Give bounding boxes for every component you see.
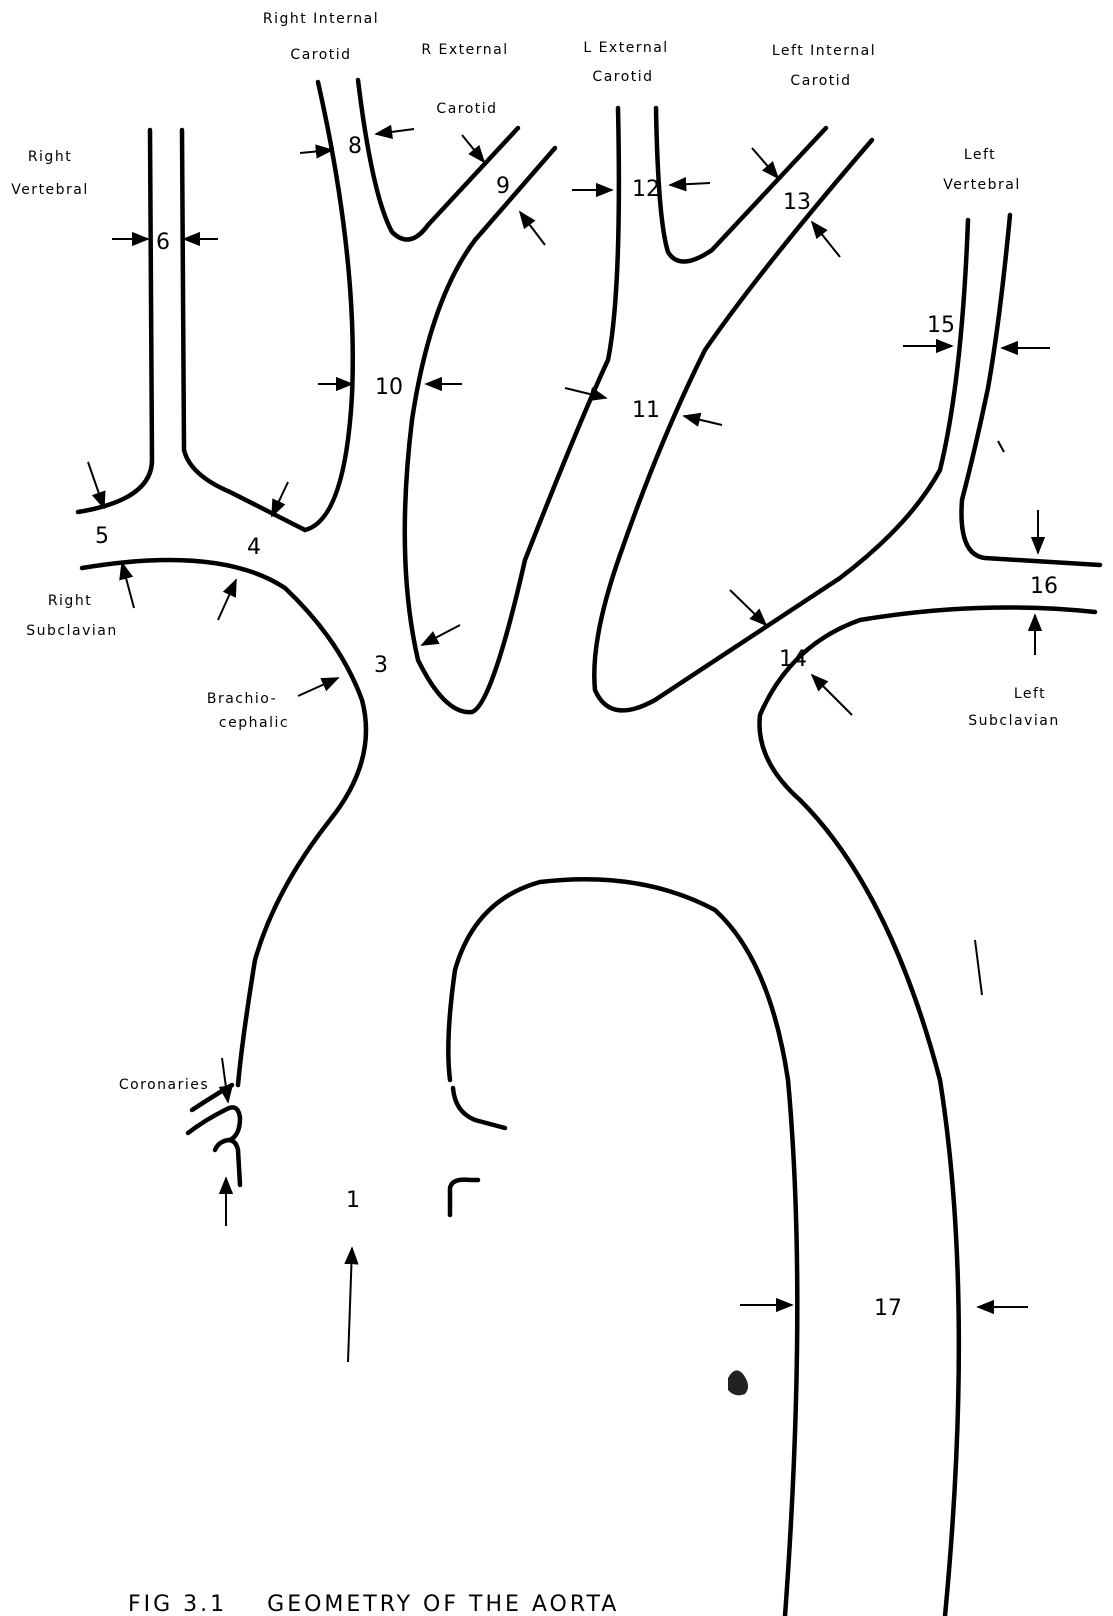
arrow-8-right [376, 129, 414, 134]
segment-10: 10 [375, 375, 403, 400]
arrow-14-upper [730, 590, 766, 625]
label-left-internal-carotid-line1: Left Internal [772, 43, 876, 59]
arrow-13-upper [752, 148, 778, 178]
segment-8: 8 [348, 134, 362, 159]
label-right-subclavian-line1: Right [48, 593, 92, 609]
label-l-external-carotid-line1: L External [583, 40, 668, 56]
arrow-3-arrow [422, 625, 460, 645]
right-common-carotid-outer-wall [305, 82, 353, 530]
aortic-root-left-stub [215, 1140, 240, 1185]
label-brachiocephalic-line2: cephalic [219, 715, 289, 731]
arrow-flow-inlet [348, 1248, 352, 1362]
arrow-brachiocephalic [298, 678, 338, 696]
arrow-8-left [300, 150, 332, 153]
left-vertebral-right-wall [961, 215, 1100, 565]
right-vertebral-left-wall [78, 130, 152, 512]
stray-mark [975, 940, 982, 995]
aortic-root-right-hook [450, 1180, 478, 1215]
label-right-vertebral-line1: Right [28, 149, 72, 165]
label-brachiocephalic-line1: Brachio- [207, 691, 277, 707]
arrow-9-upper [462, 135, 484, 162]
vessel-walls [78, 80, 1100, 1616]
segment-17: 17 [874, 1296, 902, 1321]
segment-13: 13 [783, 190, 811, 215]
label-left-vertebral-line1: Left [964, 147, 996, 163]
segment-12: 12 [632, 177, 660, 202]
arrow-12-right [670, 183, 710, 185]
figure-caption: FIG 3.1 GEOMETRY OF THE AORTA [128, 1592, 619, 1616]
ink-blot [728, 1370, 748, 1395]
segment-5: 5 [95, 524, 109, 549]
arrow-5-lower [122, 563, 134, 608]
aortic-arch-inner-wall [448, 879, 797, 1616]
label-right-internal-carotid-line2: Carotid [290, 47, 351, 63]
segment-15: 15 [927, 313, 955, 338]
label-left-vertebral-line2: Vertebral [943, 177, 1021, 193]
arrow-14-lower [812, 675, 852, 715]
arrow-4-upper [272, 482, 288, 516]
arrow-9-lower [520, 212, 545, 245]
descending-aorta-outer-wall [760, 608, 1096, 1616]
arrow-11-right [684, 416, 722, 425]
coronary-squiggle-lower [188, 1107, 240, 1140]
label-left-subclavian-line2: Subclavian [968, 713, 1059, 729]
segment-6: 6 [156, 230, 170, 255]
label-left-internal-carotid-line2: Carotid [790, 73, 851, 89]
brachiocephalic-inner-wall [405, 108, 619, 712]
segment-3: 3 [374, 653, 388, 678]
segment-1: 1 [346, 1188, 360, 1213]
segment-9: 9 [496, 174, 510, 199]
segment-11: 11 [632, 398, 660, 423]
segment-16: 16 [1030, 574, 1058, 599]
right-vertebral-right-wall [182, 130, 305, 530]
label-left-subclavian-line1: Left [1014, 686, 1046, 702]
measurement-arrows [88, 129, 1050, 1362]
arrow-4-lower [218, 580, 236, 620]
label-coronaries: Coronaries [119, 1077, 209, 1093]
arrow-coronaries-upper [222, 1058, 228, 1102]
scan-artifacts [728, 441, 1004, 1395]
segment-14: 14 [779, 647, 807, 672]
arrow-5-upper [88, 462, 104, 508]
label-right-subclavian-line2: Subclavian [26, 623, 117, 639]
stray-tick [998, 441, 1004, 452]
ascending-aorta-outer-wall [82, 560, 366, 1085]
label-r-external-carotid-line1: R External [421, 42, 508, 58]
label-right-internal-carotid-line1: Right Internal [263, 11, 379, 27]
arrow-13-lower [812, 222, 840, 257]
label-l-external-carotid-line2: Carotid [592, 69, 653, 85]
left-common-carotid-outer-wall [594, 140, 968, 710]
aortic-root-right-stub [453, 1088, 505, 1128]
label-right-vertebral-line2: Vertebral [11, 182, 89, 198]
segment-4: 4 [247, 535, 261, 560]
arrow-11-left [565, 388, 606, 398]
label-r-external-carotid-line2: Carotid [436, 101, 497, 117]
